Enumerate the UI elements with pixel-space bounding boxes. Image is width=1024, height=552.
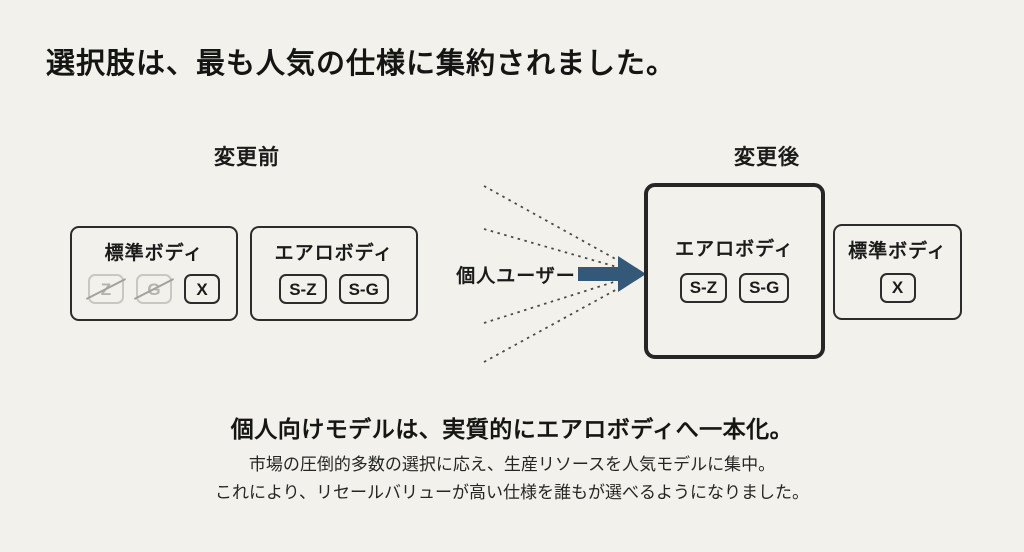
after-aero-body-label: エアロボディ — [675, 239, 794, 261]
grade-chip-sg: S-G — [338, 274, 389, 305]
grade-chip-sg: S-G — [739, 272, 790, 303]
right-arrow-icon — [578, 256, 646, 292]
before-standard-body-box: 標準ボディ Z G X — [70, 226, 238, 321]
footer-note: 市場の圧倒的多数の選択に応え、生産リソースを人気モデルに集中。 これにより、リセ… — [0, 451, 1024, 507]
before-standard-body-label: 標準ボディ — [104, 242, 204, 264]
footer-note-line-2: これにより、リセールバリューが高い仕様を誰もが選べるようになりました。 — [215, 483, 809, 502]
before-aero-chip-row: S-Z S-G — [279, 274, 389, 305]
after-standard-body-box: 標準ボディ X — [833, 224, 962, 320]
before-standard-chip-row: Z G X — [88, 274, 220, 305]
grade-chip-x: X — [184, 274, 220, 305]
footer-headline: 個人向けモデルは、実質的にエアロボディへ一本化。 — [230, 416, 794, 442]
grade-chip-sz: S-Z — [679, 272, 728, 303]
grade-chip-x: X — [879, 272, 916, 303]
after-standard-body-label: 標準ボディ — [848, 241, 947, 263]
after-standard-chip-row: X — [879, 272, 916, 303]
before-aero-body-label: エアロボディ — [274, 242, 394, 264]
grade-chip-sz: S-Z — [279, 274, 327, 305]
footer-note-line-1: 市場の圧倒的多数の選択に応え、生産リソースを人気モデルに集中。 — [248, 455, 776, 474]
after-column-header: 変更後 — [734, 146, 800, 169]
after-aero-body-box: エアロボディ S-Z S-G — [644, 183, 825, 359]
after-aero-chip-row: S-Z S-G — [679, 272, 790, 303]
grade-chip-g-struck: G — [136, 274, 172, 305]
before-aero-body-box: エアロボディ S-Z S-G — [250, 226, 418, 321]
personal-user-label: 個人ユーザー — [456, 266, 576, 287]
page-title: 選択肢は、最も人気の仕様に集約されました。 — [46, 48, 677, 80]
before-column-header: 変更前 — [214, 146, 280, 169]
grade-chip-z-struck: Z — [88, 274, 124, 305]
